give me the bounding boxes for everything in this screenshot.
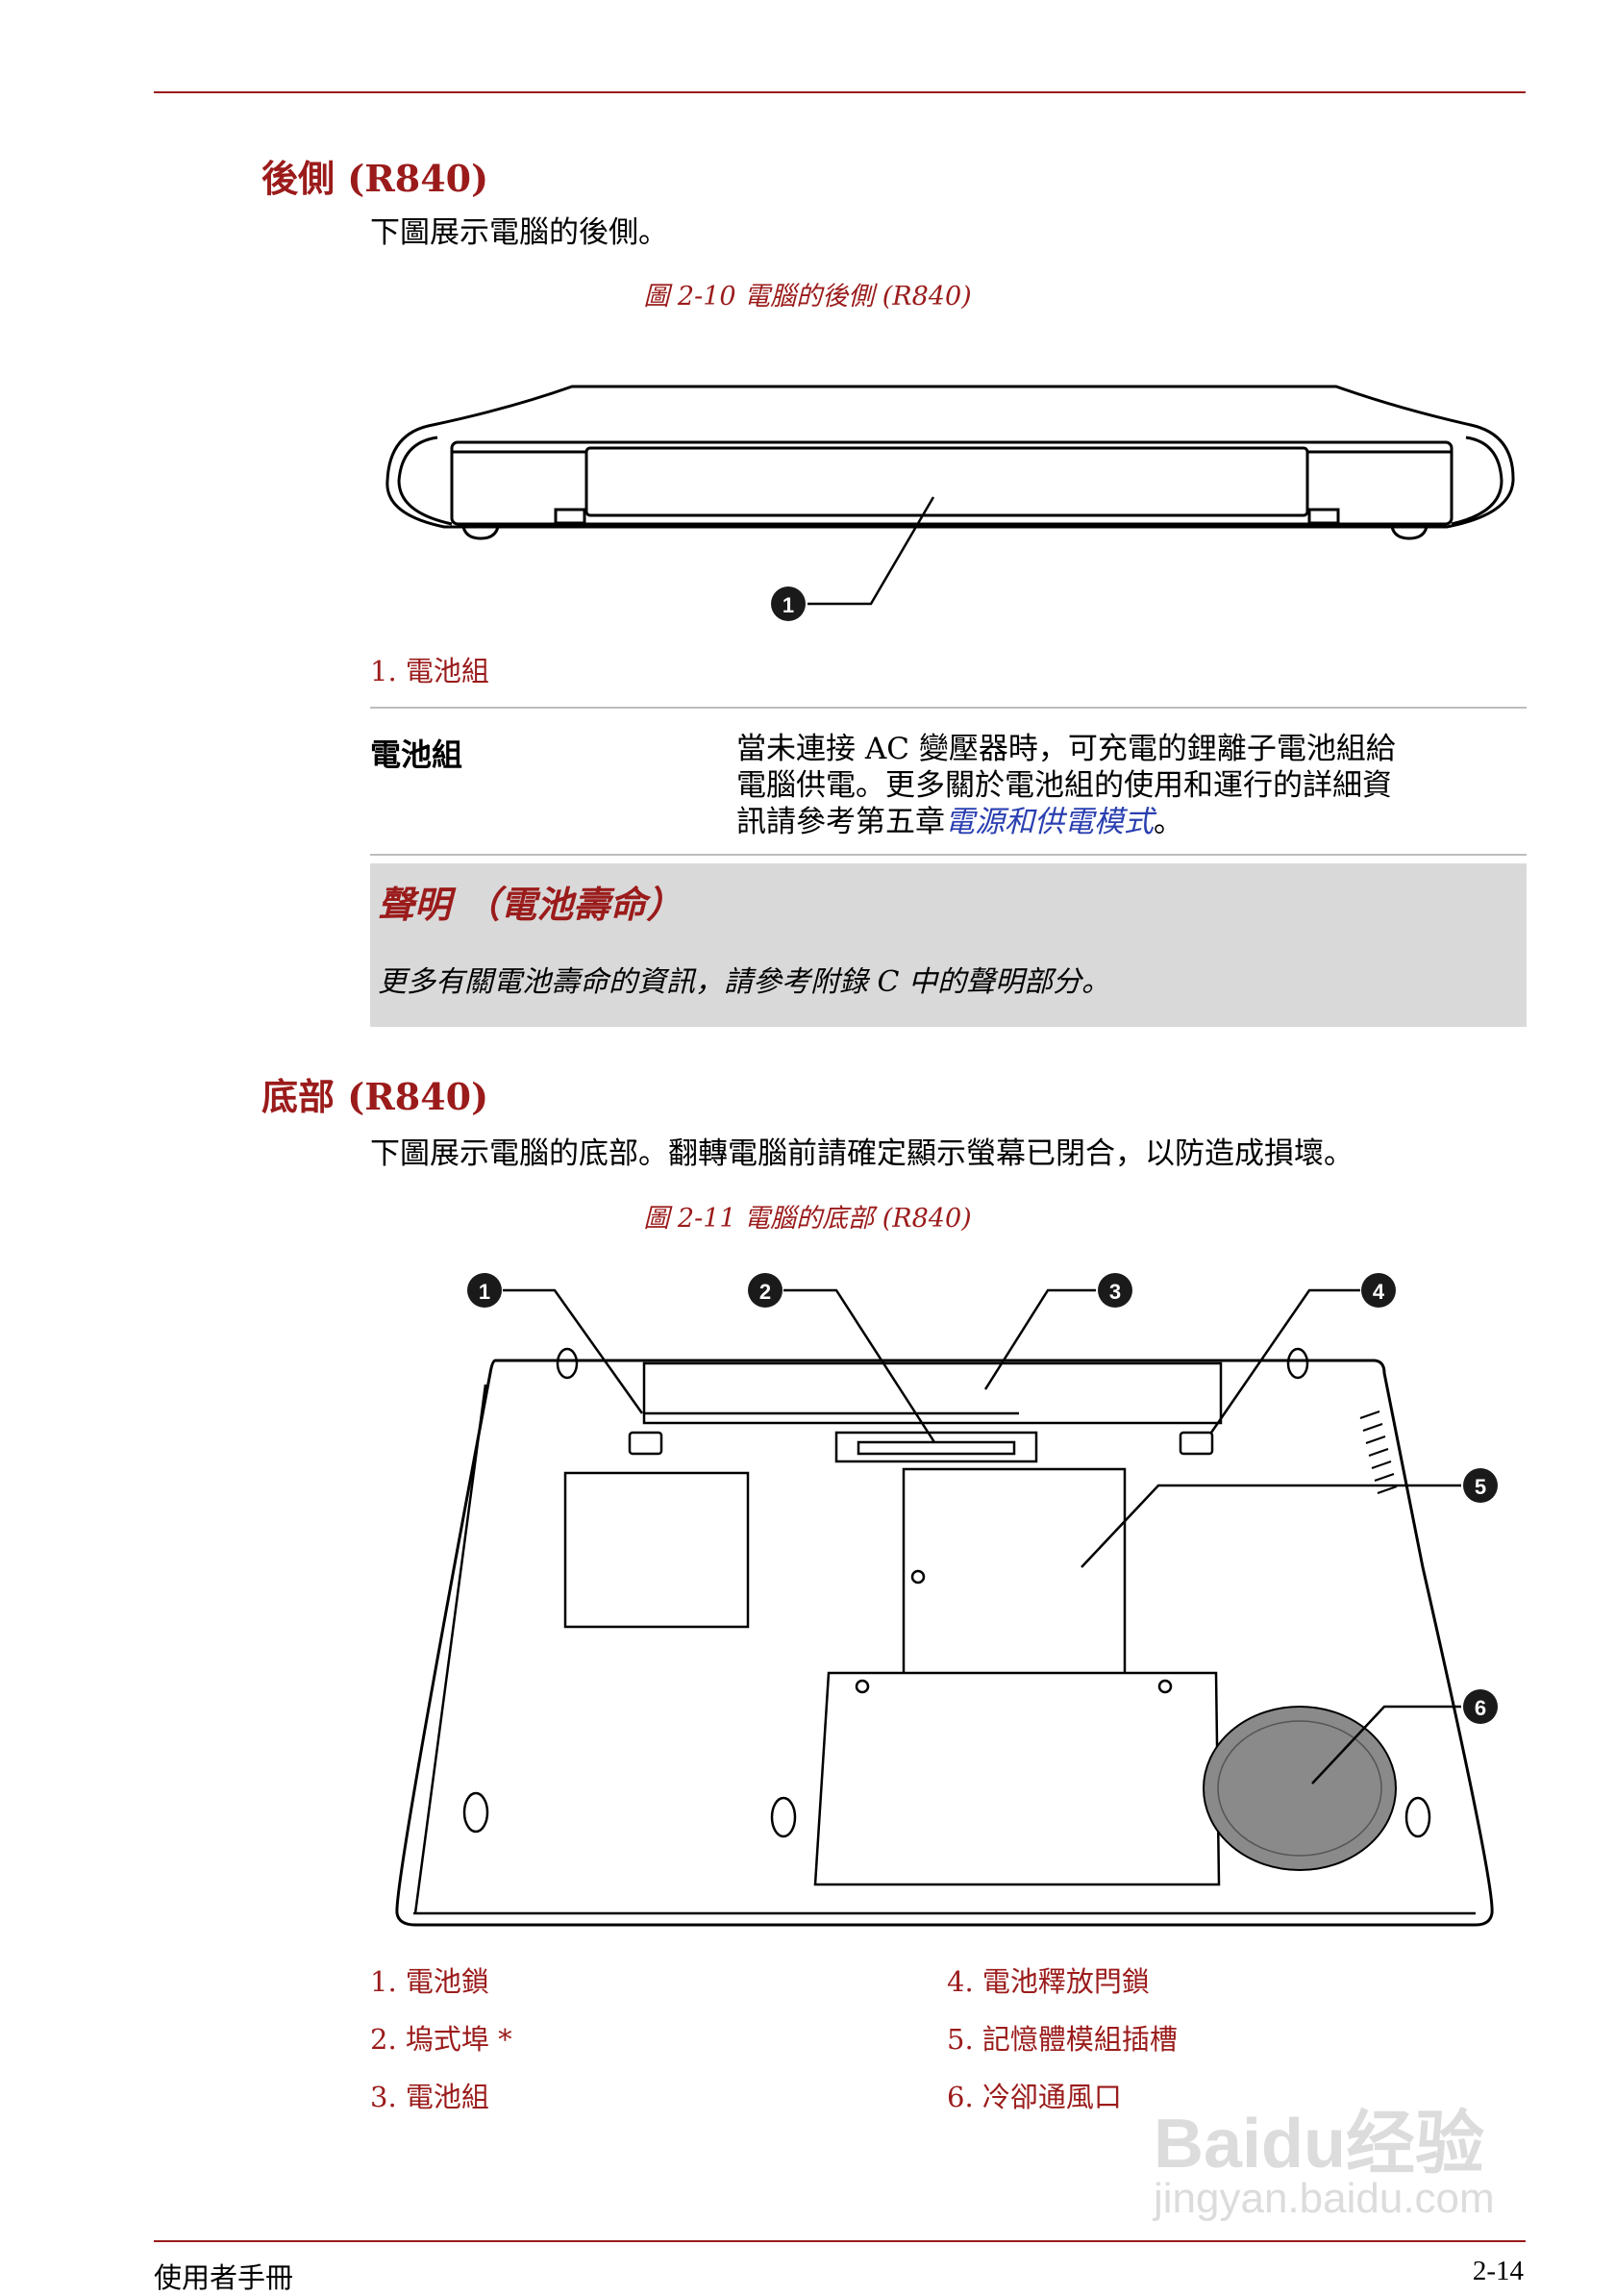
bottom-callout-2: 2 (748, 1273, 783, 1308)
baidu-watermark-url: jingyan.baidu.com (1154, 2175, 1495, 2222)
battery-term: 電池組 (370, 736, 463, 773)
table-bottom-rule (370, 854, 1527, 856)
header-rule (154, 91, 1526, 93)
rear-callout-1: 1 (771, 496, 935, 621)
battery-life-note: 聲明 （電池壽命） 更多有關電池壽命的資訊，請參考附錄 C 中的聲明部分。 (370, 863, 1527, 1027)
bottom-callout-6: 6 (1463, 1689, 1498, 1724)
bottom-callout-4: 4 (1361, 1273, 1396, 1308)
bottom-legend-item-5: 5. 記憶體模組插槽 (947, 2023, 1178, 2056)
bottom-callout-1: 1 (467, 1273, 502, 1308)
battery-desc-line-2: 電腦供電。更多關於電池組的使用和運行的詳細資 (736, 768, 1392, 803)
rear-figure-caption: 圖 2-10 電腦的後側 (R840) (643, 282, 972, 312)
rear-legend-item-1: 1. 電池組 (370, 655, 489, 687)
bottom-legend-item-4: 4. 電池釋放閂鎖 (947, 1965, 1150, 1998)
bottom-view-illustration: 1 2 3 4 5 6 (395, 1273, 1498, 1927)
baidu-watermark-logo: Baidu经验 (1154, 2106, 1485, 2183)
battery-desc-line-3-prefix: 訊請參考第五章 (736, 805, 945, 839)
bottom-legend-item-6: 6. 冷卻通風口 (947, 2081, 1122, 2113)
battery-desc-line-3-suffix: 。 (1154, 805, 1183, 839)
note-body: 更多有關電池壽命的資訊，請參考附錄 C 中的聲明部分。 (378, 965, 1111, 999)
rear-intro: 下圖展示電腦的後側。 (370, 215, 668, 250)
bottom-callout-6-number: 6 (1475, 1696, 1486, 1720)
table-top-rule (370, 707, 1527, 709)
note-title: 聲明 （電池壽命） (378, 883, 683, 926)
rear-callout-1-number: 1 (783, 593, 794, 617)
bottom-intro: 下圖展示電腦的底部。翻轉電腦前請確定顯示螢幕已閉合，以防造成損壞。 (370, 1136, 1354, 1171)
footer-page-number: 2-14 (1472, 2256, 1524, 2286)
footer-manual-title: 使用者手冊 (154, 2263, 294, 2294)
bottom-legend-item-1: 1. 電池鎖 (370, 1965, 489, 1998)
bottom-legend-item-3: 3. 電池組 (370, 2081, 489, 2113)
bottom-callout-1-number: 1 (479, 1280, 490, 1304)
power-modes-link[interactable]: 電源和供電模式 (945, 805, 1154, 839)
rear-heading: 後側 (R840) (261, 157, 489, 200)
rear-view-illustration: 1 (385, 385, 1515, 621)
bottom-legend-item-2: 2. 塢式埠 * (370, 2023, 512, 2056)
battery-description: 當未連接 AC 變壓器時，可充電的鋰離子電池組給 電腦供電。更多關於電池組的使用… (736, 731, 1505, 840)
bottom-heading: 底部 (R840) (261, 1075, 489, 1118)
footer-rule (154, 2240, 1526, 2242)
bottom-callout-3-number: 3 (1109, 1280, 1121, 1304)
battery-desc-line-1: 當未連接 AC 變壓器時，可充電的鋰離子電池組給 (736, 732, 1396, 766)
bottom-callout-5-number: 5 (1475, 1475, 1486, 1499)
bottom-figure-caption: 圖 2-11 電腦的底部 (R840) (643, 1204, 972, 1234)
bottom-callout-3: 3 (1098, 1273, 1132, 1308)
bottom-callout-5: 5 (1463, 1468, 1498, 1503)
bottom-callout-4-number: 4 (1373, 1280, 1385, 1304)
bottom-callout-2-number: 2 (759, 1280, 771, 1304)
